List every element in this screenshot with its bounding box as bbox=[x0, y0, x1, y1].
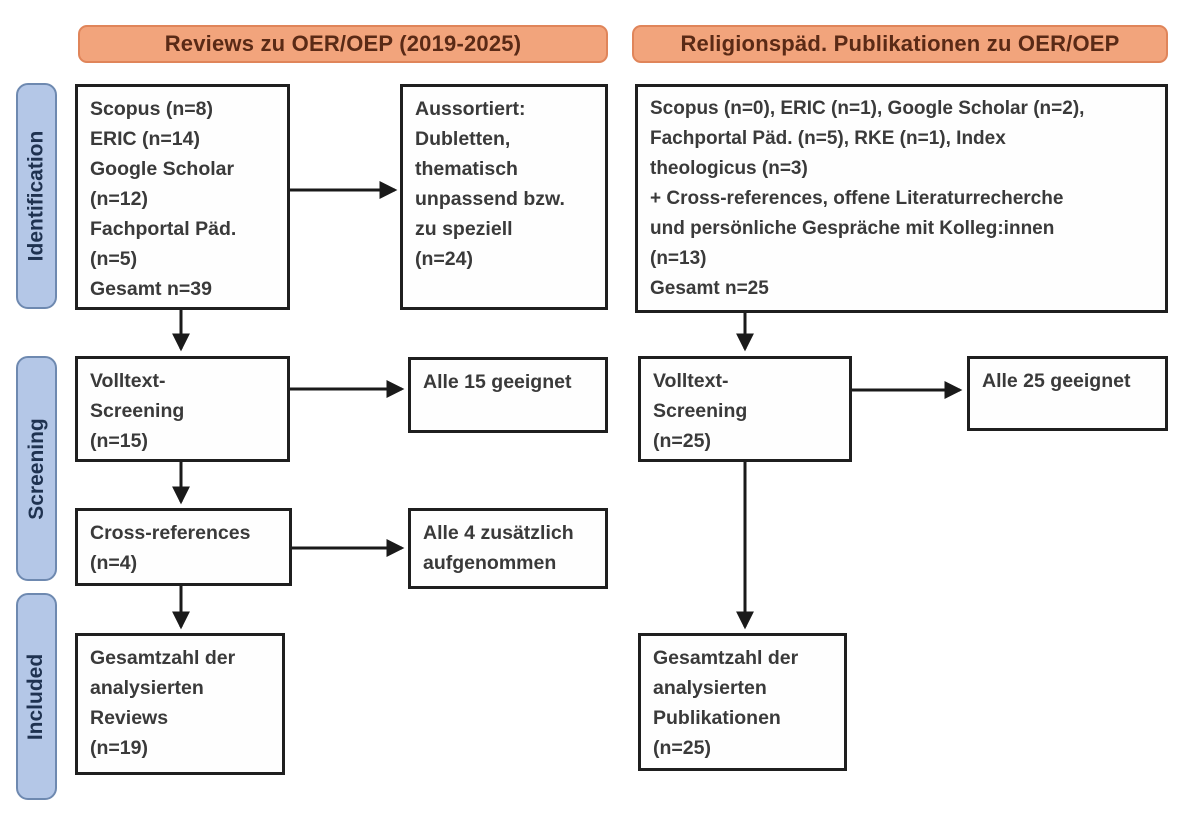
box-total-analyzed-reviews: Gesamtzahl der analysierten Reviews (n=1… bbox=[75, 633, 285, 775]
stage-label-screening: Screening bbox=[16, 356, 57, 581]
box-identification-sources-religionspaed: Scopus (n=0), ERIC (n=1), Google Scholar… bbox=[635, 84, 1168, 313]
stage-label-included: Included bbox=[16, 593, 57, 800]
box-fulltext-screening-religionspaed: Volltext- Screening (n=25) bbox=[638, 356, 852, 462]
stage-label-included-text: Included bbox=[24, 653, 48, 740]
box-identification-sources-reviews: Scopus (n=8) ERIC (n=14) Google Scholar … bbox=[75, 84, 290, 310]
stage-label-screening-text: Screening bbox=[24, 417, 48, 520]
box-sorted-out: Aussortiert: Dubletten, thematisch unpas… bbox=[400, 84, 608, 310]
box-total-analyzed-publications: Gesamtzahl der analysierten Publikatione… bbox=[638, 633, 847, 771]
stage-label-identification: Identification bbox=[16, 83, 57, 309]
box-fulltext-screening-reviews: Volltext- Screening (n=15) bbox=[75, 356, 290, 462]
column-header-reviews: Reviews zu OER/OEP (2019-2025) bbox=[78, 25, 608, 63]
column-header-religionspaed: Religionspäd. Publikationen zu OER/OEP bbox=[632, 25, 1168, 63]
box-all-25-suitable: Alle 25 geeignet bbox=[967, 356, 1168, 431]
box-all-4-added: Alle 4 zusätzlich aufgenommen bbox=[408, 508, 608, 589]
box-all-15-suitable: Alle 15 geeignet bbox=[408, 357, 608, 433]
box-cross-references: Cross-references (n=4) bbox=[75, 508, 292, 586]
stage-label-identification-text: Identification bbox=[24, 130, 48, 262]
